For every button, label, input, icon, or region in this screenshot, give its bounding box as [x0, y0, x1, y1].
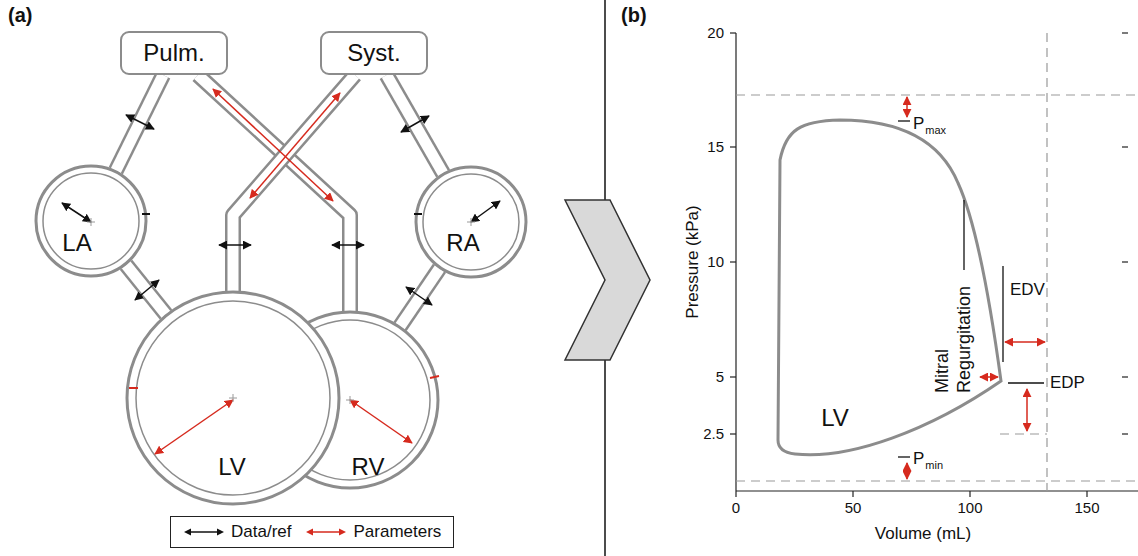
- chart-axes: [730, 33, 1138, 497]
- vessel-tube: [126, 265, 166, 315]
- panel-letter: (b): [621, 4, 647, 26]
- vessel-tube: [400, 268, 440, 326]
- legend-item: Parameters: [305, 522, 441, 542]
- vessel-tube: [116, 75, 163, 171]
- node-label: RA: [446, 230, 479, 256]
- atrium-circle: LA: [34, 164, 148, 278]
- tick-label: 20: [707, 25, 724, 42]
- node-label: Syst.: [347, 40, 400, 66]
- tick-label: 15: [707, 139, 724, 156]
- compartment-box: Pulm.: [120, 31, 228, 75]
- center-marks: [87, 218, 475, 404]
- axis-title: Volume (mL): [875, 525, 971, 544]
- node-label: Pulm.: [143, 40, 204, 66]
- vessel-tube: [387, 75, 444, 173]
- annotation: Mitral Regurgitation: [931, 271, 975, 393]
- annotation: P: [913, 115, 924, 134]
- wall-ticks: [142, 213, 422, 215]
- pv-loop: [778, 120, 1001, 455]
- leader-lines: [898, 121, 1044, 457]
- axis-title: Pressure (kPa): [684, 205, 703, 318]
- legend-box: Data/ref Parameters: [170, 516, 454, 548]
- data-arrows: [62, 115, 500, 305]
- legend-label: Parameters: [353, 522, 441, 542]
- legend-sample: [305, 526, 347, 538]
- annotation: P: [913, 450, 924, 469]
- legend-item: Data/ref: [183, 522, 291, 542]
- panel-letter: (a): [8, 4, 32, 26]
- annotation: EDP: [1050, 374, 1085, 393]
- node-label: RV: [352, 454, 385, 480]
- tick-label: 5: [716, 369, 724, 386]
- chart-label: LV: [821, 405, 849, 431]
- chart-parameter-arrows: [907, 97, 1045, 479]
- node-label: LV: [218, 454, 246, 480]
- tick-label: 150: [1074, 500, 1099, 517]
- compartment-box: Syst.: [320, 31, 428, 75]
- circle-outline: [34, 164, 148, 278]
- chevron: [565, 200, 650, 360]
- tick-label: 0: [732, 500, 740, 517]
- ventricle-circle: LV: [125, 290, 341, 506]
- annotation: EDV: [1010, 281, 1045, 300]
- annotation-subscript: min: [925, 459, 943, 471]
- tick-label: 50: [845, 500, 862, 517]
- reference-lines: [736, 33, 1138, 491]
- parameter-arrows: [129, 89, 439, 454]
- legend-sample: [183, 526, 225, 538]
- node-label: LA: [62, 230, 91, 256]
- circle-outline: [414, 165, 528, 279]
- vessel-tube: [233, 75, 355, 291]
- tick-label: 100: [957, 500, 982, 517]
- tick-label: 2.5: [703, 426, 724, 443]
- annotation-subscript: max: [925, 124, 946, 136]
- tick-label: 10: [707, 254, 724, 271]
- panel-divider: [604, 0, 606, 556]
- legend-label: Data/ref: [231, 522, 291, 542]
- atrium-circle: RA: [414, 165, 528, 279]
